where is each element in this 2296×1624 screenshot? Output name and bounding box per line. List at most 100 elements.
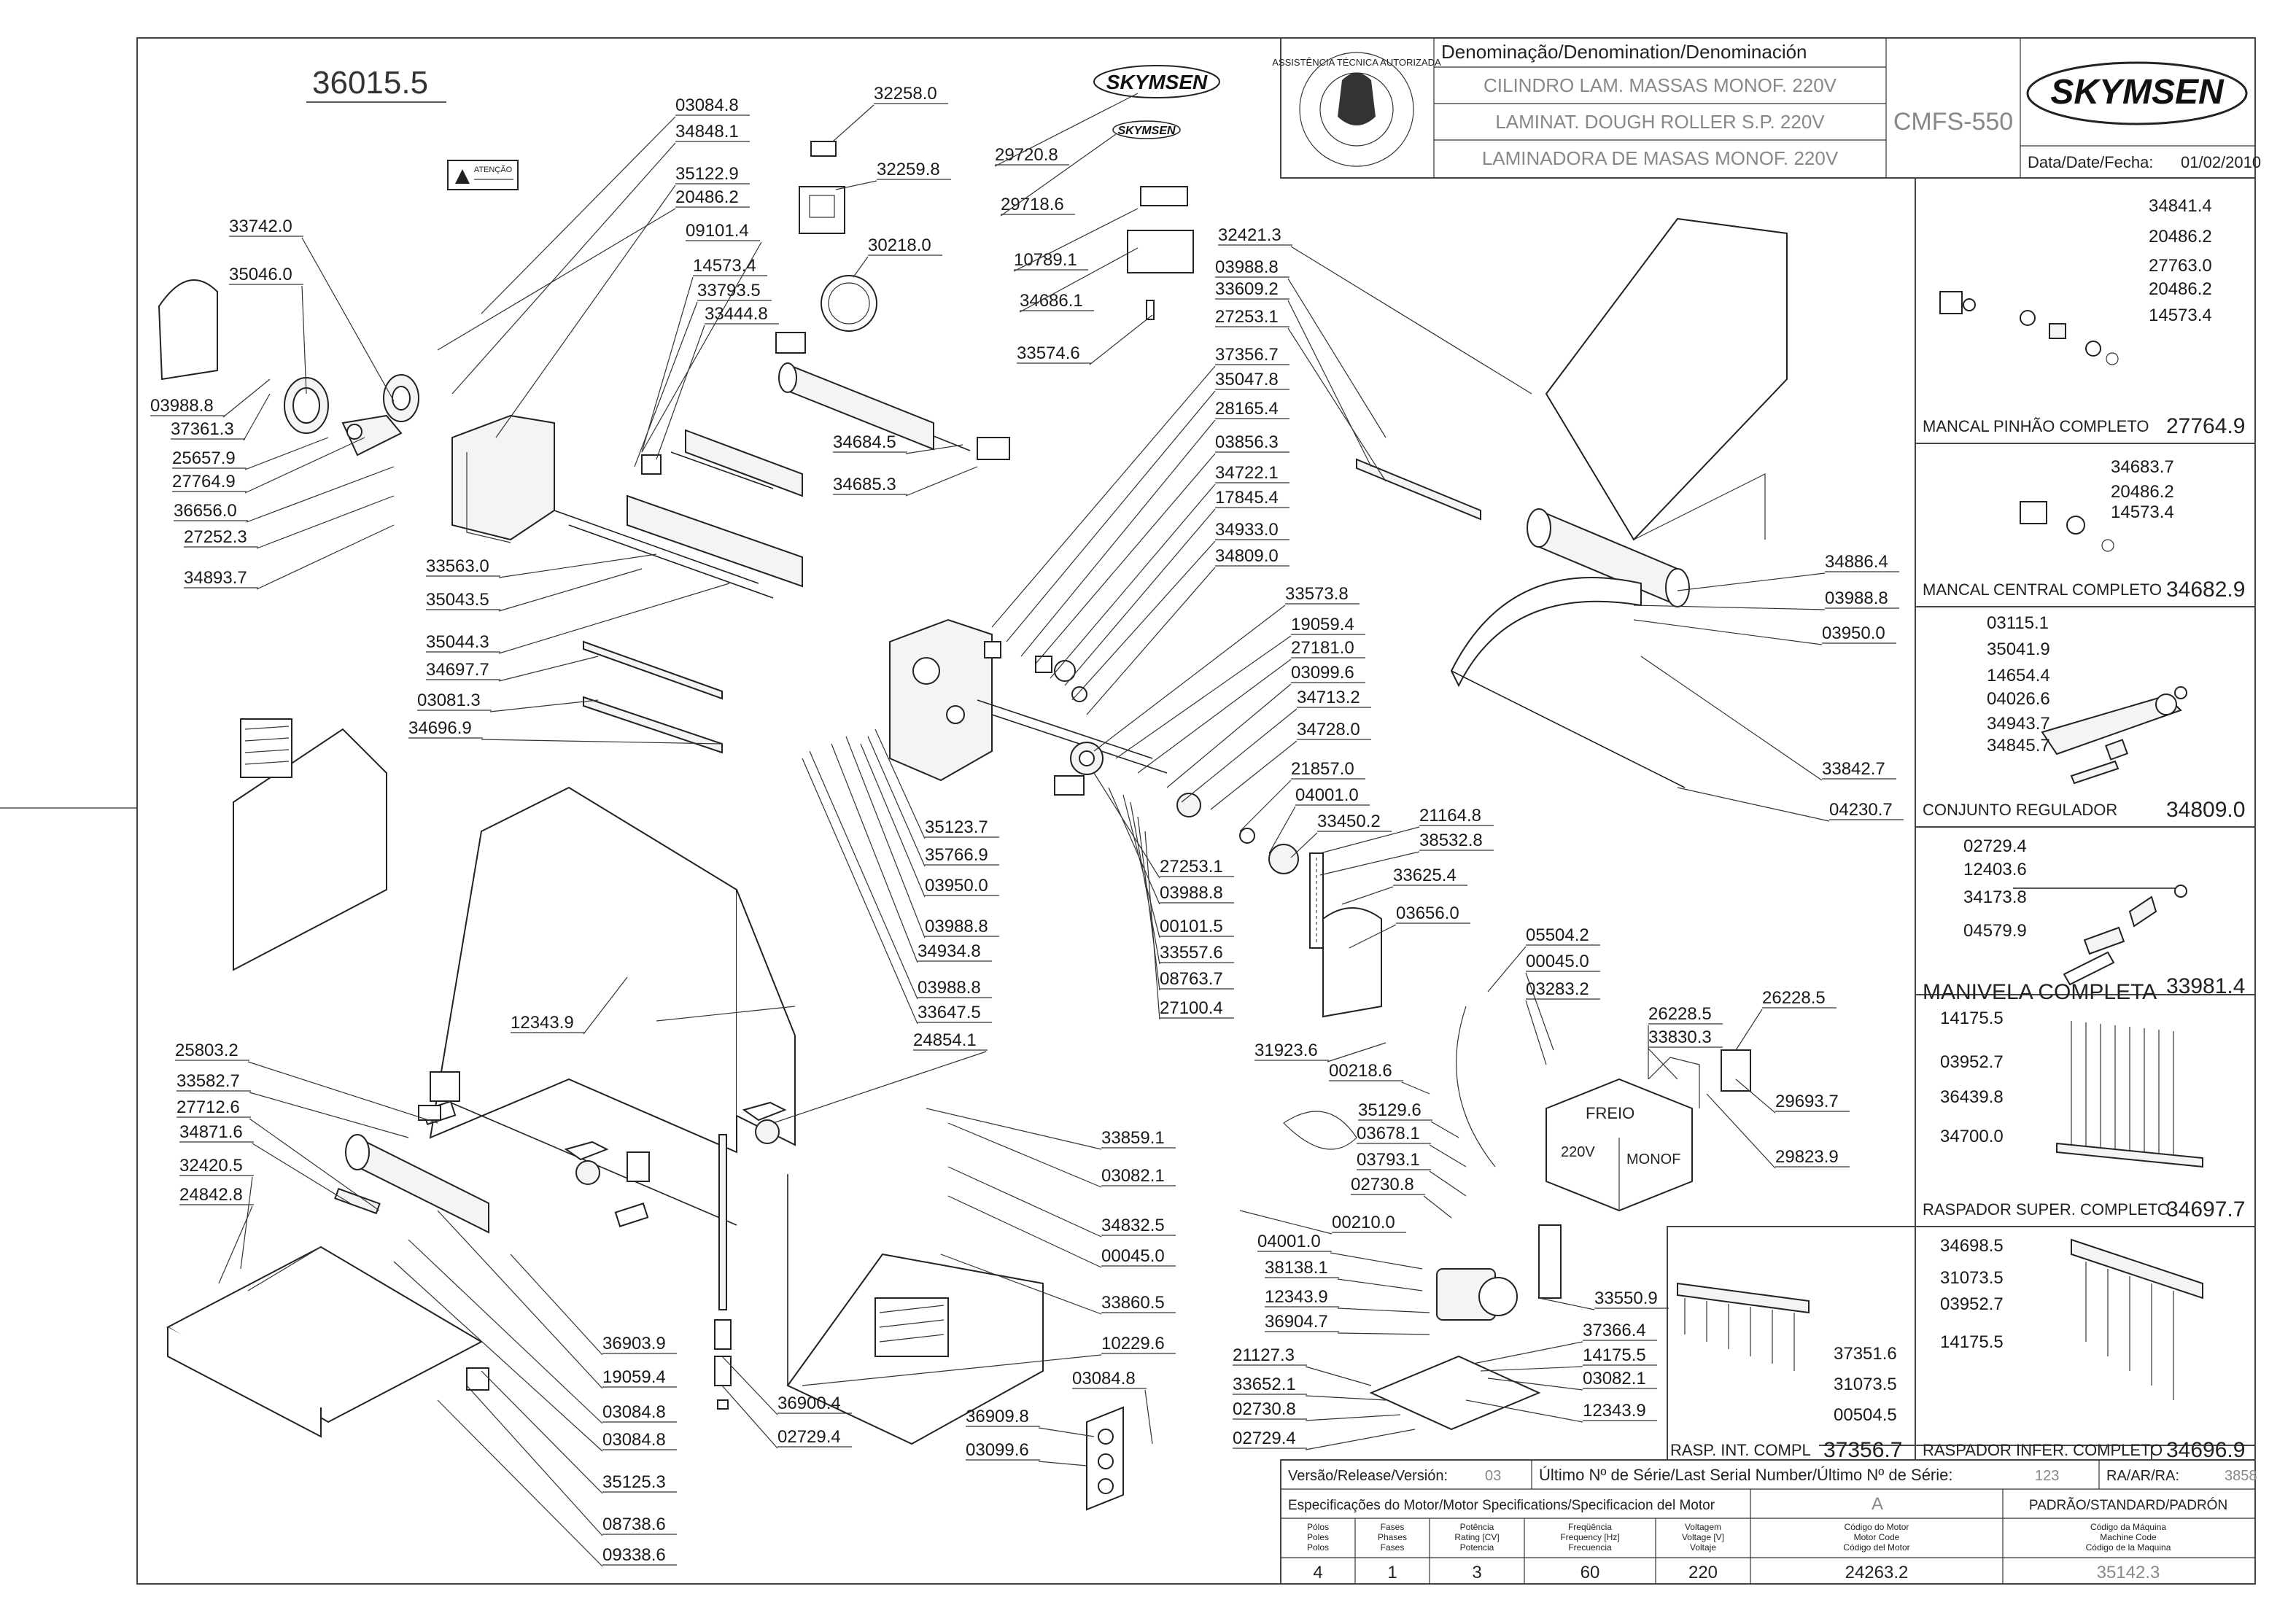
side-vent-panel [233,718,387,971]
conjunto-regulador-drawing [2041,686,2187,785]
part-label: 02730.8 [1233,1399,1296,1419]
part-label: 04001.0 [1257,1232,1321,1251]
part-label: 33859.1 [1101,1128,1165,1148]
leader-line [1181,708,1298,803]
part-label: 32259.8 [877,160,940,179]
v-belt [1283,1111,1357,1150]
assembly-part-label: 34173.8 [1963,887,2027,907]
title-block: ASSISTÊNCIA TÉCNICA AUTORIZADA Denominaç… [1272,37,2261,179]
part-label: 05504.2 [1526,925,1589,945]
leader-line [1089,314,1153,365]
leader-line [1487,1378,1583,1391]
leader-line [1677,572,1826,591]
leader-line [1305,1414,1401,1421]
motor-box-phase: MONOF [1626,1151,1680,1168]
part-label: 30218.0 [868,236,931,255]
part-label: 12343.9 [1583,1401,1646,1421]
part-label: 03082.1 [1583,1369,1646,1388]
spec-value: 35142.3 [2097,1563,2160,1582]
part-label: 03988.8 [1825,588,1888,608]
leader-line [867,736,926,867]
part-label: 34886.4 [1825,552,1888,572]
assembly-title: RASP. INT. COMPL [1670,1441,1811,1459]
part-label: 20486.2 [675,187,739,207]
skymsen-sticker-large: SKYMSEN [1093,65,1220,98]
part-label: 33647.5 [918,1003,981,1022]
part-label: 02729.4 [1233,1429,1296,1448]
part-label: 03084.8 [602,1402,666,1422]
part-label: 14573.4 [693,256,756,276]
leader-line [498,568,643,612]
assembly-part-label: 04579.9 [1963,921,2027,941]
electric-motor [1436,1268,1518,1321]
motor-mount-plate [1369,1355,1541,1431]
spec-header: Código do Motor [1845,1522,1909,1532]
part-label: 27181.0 [1291,638,1354,658]
part-label: 35044.3 [426,632,489,652]
part-label: 03084.8 [1072,1369,1136,1388]
part-label: 26228.5 [1648,1004,1712,1024]
leader-line [1268,806,1296,854]
leader-line [252,1143,351,1204]
leader-line [905,444,963,454]
leader-line [874,729,926,839]
assembly-part-label: 14175.5 [1940,1009,2004,1028]
sheet-border [136,37,2256,1585]
leader-line [1337,1278,1423,1291]
leader-line [940,1254,1102,1315]
part-label: 25657.9 [172,448,236,468]
part-label: 33574.6 [1017,343,1080,363]
leader-line [1287,327,1386,482]
leader-line [1130,801,1160,965]
part-label: 33793.5 [697,281,761,300]
side-frame-left [451,414,555,543]
part-label: 21127.3 [1233,1345,1295,1365]
part-label: 14175.5 [1583,1345,1646,1365]
part-label: 27712.6 [177,1097,240,1117]
assembly-part-label: 20486.2 [2149,279,2212,299]
brand-logo-text: SKYMSEN [2050,73,2225,112]
name-es: LAMINADORA DE MASAS MONOF. 220V [1482,147,1839,169]
part-label: 26228.5 [1762,988,1826,1008]
spec-header: Código de la Maquina [2086,1542,2171,1553]
part-label: 21164.8 [1419,806,1481,825]
spec-header: Voltage [V] [1682,1532,1724,1542]
part-label: 03283.2 [1526,979,1589,999]
motor-control-box: FREIO 220V MONOF [1545,1078,1693,1212]
part-label: 03988.8 [150,396,214,416]
spec-header: Voltagem [1685,1522,1721,1532]
assembly-part-label: 34943.7 [1987,714,2050,734]
leader-line [860,743,926,898]
leader-line [1319,826,1420,854]
leader-line [246,466,395,523]
leader-line [853,256,869,278]
part-label: 35129.6 [1358,1100,1422,1120]
leader-line [802,1354,1102,1386]
motor-spec-table [1280,1459,2256,1585]
leader-line [498,583,730,654]
leader-line [994,93,1139,167]
spec-header: Fases [1381,1522,1405,1532]
leader-line [1006,390,1216,642]
leader-line [947,1166,1102,1238]
side-frame-right [889,618,993,782]
leader-line [249,1092,409,1138]
assembly-title: MANCAL PINHÃO COMPLETO [1923,417,2149,435]
assembly-title: RASPADOR SUPER. COMPLETO [1923,1200,2170,1219]
rasp-int-drawing [1677,1282,1810,1371]
part-label: 03656.0 [1396,904,1459,923]
spec-header: Machine Code [2100,1532,2157,1542]
part-label: 00210.0 [1332,1213,1395,1232]
part-label: 08763.7 [1160,969,1223,989]
assembly-code: 34809.0 [2166,798,2245,822]
machine-base-stand [429,786,796,1226]
spec-header: Freqüência [1568,1522,1612,1532]
leader-line [510,1254,603,1356]
leader-line [301,285,307,395]
assembly-title: MANCAL CENTRAL COMPLETO [1923,580,2162,599]
spec-header: Pólos [1307,1522,1329,1532]
assembly-part-label: 35041.9 [1987,640,2050,659]
assembly-part-label: 14654.4 [1987,666,2050,685]
assembly-part-label: 36439.8 [1940,1087,2004,1107]
leader-line [1349,924,1397,949]
